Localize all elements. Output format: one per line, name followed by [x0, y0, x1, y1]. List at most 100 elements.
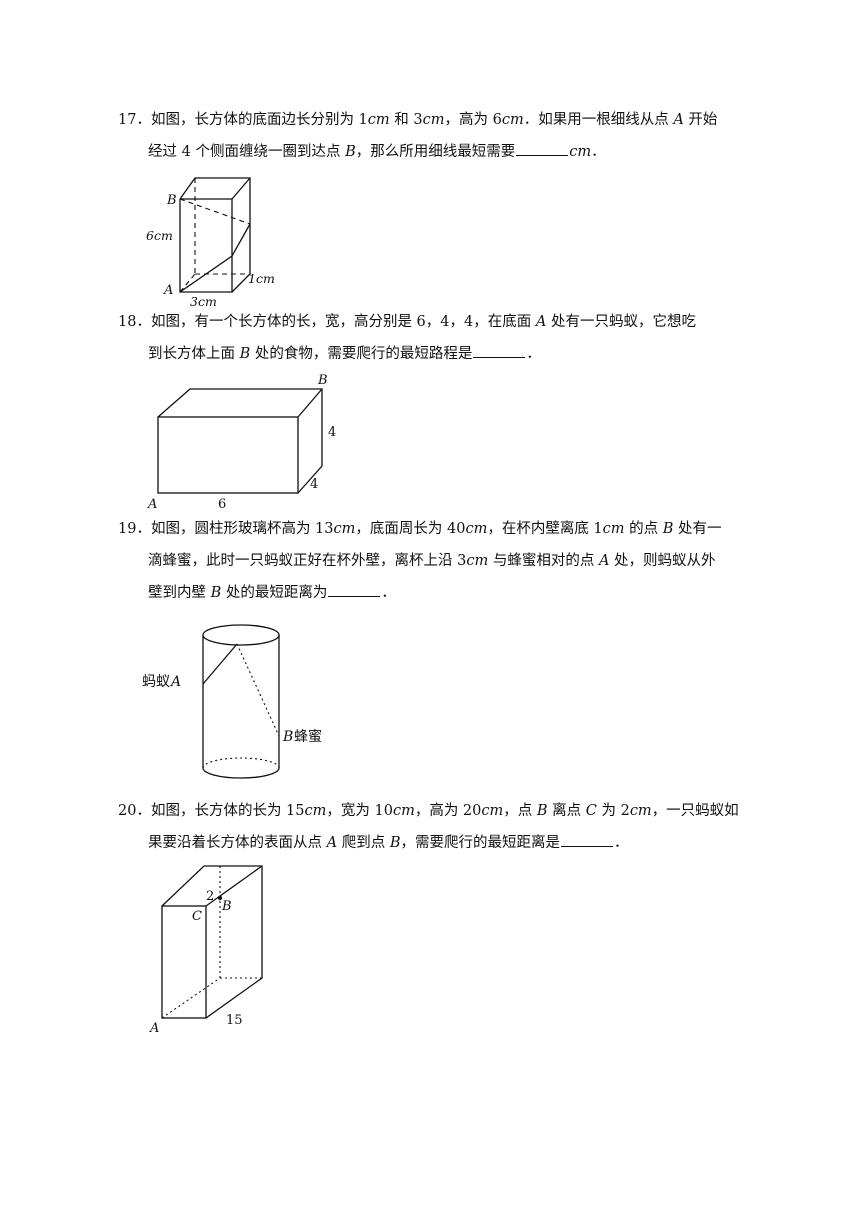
point-label: A [598, 553, 610, 569]
figure-17-cuboid: B A 6cm 1cm 3cm [146, 177, 275, 309]
ant-label: 蚂蚁 [142, 674, 170, 690]
top-and-side-edges [179, 177, 251, 293]
text: 离点 [547, 803, 586, 819]
text: 果要沿着长方体的表面从点 [148, 835, 327, 851]
unit: cm [602, 521, 625, 537]
width-label: 1cm [248, 271, 275, 286]
text: ． [381, 585, 396, 601]
unit: cm [466, 553, 489, 569]
text: ，在杯内壁离底 1 [487, 521, 603, 537]
figure-18-cuboid: B A 6 4 4 [147, 373, 336, 512]
point-b-label: B [221, 899, 232, 914]
question-18-line-2: 到长方体上面 B 处的食物，需要爬行的最短路程是 ． [118, 338, 748, 370]
hidden-edge [161, 977, 221, 1019]
edge [297, 388, 323, 418]
unit: cm [629, 803, 652, 819]
point-a-label: A [163, 283, 173, 298]
text: 经过 4 个侧面缠绕一圈到达点 [148, 144, 346, 160]
answer-blank [473, 345, 526, 358]
text: 处有一 [673, 521, 722, 537]
point-label: A [326, 835, 338, 851]
width-label: 4 [310, 477, 318, 492]
text: 到长方体上面 [148, 346, 240, 362]
point-a-label: A [147, 497, 157, 512]
height-label: 4 [328, 425, 336, 440]
answer-blank [328, 584, 381, 597]
text: ，宽为 10 [326, 803, 393, 819]
figure-20-cuboid: 2 C B A 15 [149, 865, 263, 1036]
point-b-label: B [166, 193, 177, 208]
question-20-line-2: 果要沿着长方体的表面从点 A 爬到点 B，需要爬行的最短距离是． [118, 827, 748, 859]
unit: cm [367, 112, 390, 128]
question-number: 20． [118, 803, 151, 819]
question-17: 17．如图，长方体的底面边长分别为 1cm 和 3cm，高为 6cm．如果用一根… [118, 104, 748, 168]
string-path [179, 223, 251, 293]
text: ，高为 20 [414, 803, 482, 819]
unit: cm [304, 803, 327, 819]
answer-blank [560, 834, 613, 847]
point-label: C [585, 803, 597, 819]
point-b-label: B [317, 373, 328, 388]
text: 和 3 [389, 112, 423, 128]
cylinder-top-ellipse [202, 624, 280, 646]
cylinder-bottom-back [202, 757, 280, 769]
inner-path [236, 643, 280, 737]
unit: cm [501, 112, 524, 128]
point-label: B [210, 585, 222, 601]
text: ． [591, 144, 606, 160]
text: 爬到点 [337, 835, 390, 851]
question-19-line-1: 19．如图，圆柱形玻璃杯高为 13cm，底面周长为 40cm，在杯内壁离底 1c… [118, 513, 748, 545]
length-label: 3cm [190, 294, 217, 309]
question-18: 18．如图，有一个长方体的长，宽，高分别是 6，4，4，在底面 A 处有一只蚂蚁… [118, 306, 748, 370]
point-label: B [662, 521, 674, 537]
hidden-string-path [179, 198, 251, 225]
point-label: B [239, 346, 251, 362]
text: 与蜂蜜相对的点 [488, 553, 599, 569]
unit: cm [481, 803, 504, 819]
text: 滴蜂蜜，此时一只蚂蚁正好在杯外壁，离杯上沿 3 [148, 553, 467, 569]
hidden-edge [179, 273, 196, 293]
question-18-line-1: 18．如图，有一个长方体的长，宽，高分别是 6，4，4，在底面 A 处有一只蚂蚁… [118, 306, 748, 338]
text: 为 2 [596, 803, 630, 819]
text: ． [613, 835, 629, 851]
unit: cm [392, 803, 415, 819]
text: ，点 [503, 803, 537, 819]
figure-19-cylinder: 蚂蚁 A B 蜂蜜 [142, 624, 322, 779]
question-17-line-1: 17．如图，长方体的底面边长分别为 1cm 和 3cm，高为 6cm．如果用一根… [118, 104, 748, 136]
outer-path [202, 643, 238, 685]
length-2-label: 2 [206, 889, 214, 904]
text: 处有一只蚂蚁，它想吃 [546, 314, 696, 330]
question-20-line-1: 20．如图，长方体的长为 15cm，宽为 10cm，高为 20cm，点 B 离点… [118, 795, 748, 827]
text: 的点 [624, 521, 663, 537]
text: ，底面周长为 40 [355, 521, 466, 537]
text: 如图，长方体的长为 15 [150, 803, 305, 819]
text: 开始 [683, 112, 718, 128]
text: ．如果用一根细线从点 [523, 112, 674, 128]
point-label: B [345, 144, 356, 160]
question-number: 18． [118, 314, 151, 330]
text: 壁到内壁 [148, 585, 211, 601]
text: ． [526, 346, 541, 362]
question-19: 19．如图，圆柱形玻璃杯高为 13cm，底面周长为 40cm，在杯内壁离底 1c… [118, 513, 748, 609]
text: 处的食物，需要爬行的最短路程是 [250, 346, 473, 362]
unit: cm [465, 521, 488, 537]
point-c-label: C [192, 909, 202, 924]
text: ，那么所用细线最短需要 [355, 144, 516, 160]
text: 处的最短距离为 [221, 585, 328, 601]
unit: cm [422, 112, 445, 128]
length-15-label: 15 [226, 1013, 243, 1028]
question-20: 20．如图，长方体的长为 15cm，宽为 10cm，高为 20cm，点 B 离点… [118, 795, 748, 859]
point-a-label: A [149, 1021, 159, 1036]
text: ，高为 6 [444, 112, 502, 128]
text: 如图，有一个长方体的长，宽，高分别是 6，4，4，在底面 [150, 314, 536, 330]
question-19-line-3: 壁到内壁 B 处的最短距离为 ． [118, 577, 748, 609]
length-label: 6 [218, 497, 226, 512]
question-number: 19． [118, 521, 151, 537]
text: 处，则蚂蚁从外 [609, 553, 716, 569]
question-number: 17． [118, 112, 151, 128]
question-19-line-2: 滴蜂蜜，此时一只蚂蚁正好在杯外壁，离杯上沿 3cm 与蜂蜜相对的点 A 处，则蚂… [118, 545, 748, 577]
point-a-label: A [169, 674, 181, 690]
edge [205, 865, 263, 907]
